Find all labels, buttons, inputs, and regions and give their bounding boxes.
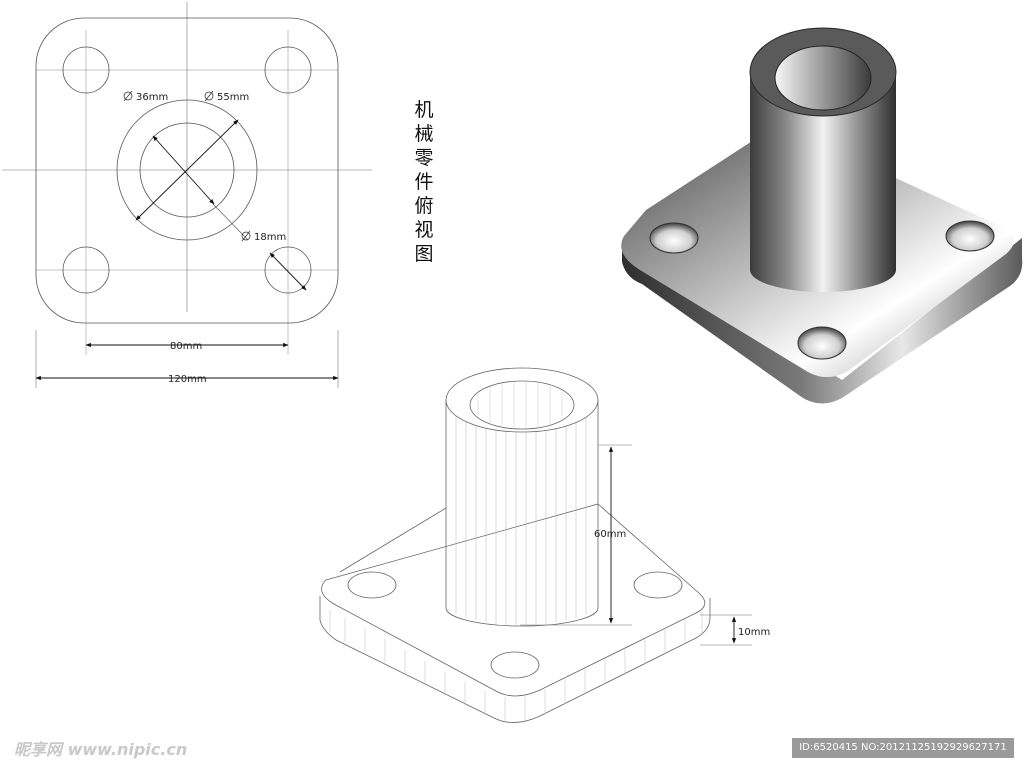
- wire-boss-cylinder: [445, 400, 599, 627]
- boss-outer-circle: [116, 99, 258, 241]
- dim-label-hole-diameter: 18mm: [254, 232, 286, 243]
- wire-bore-lines: [477, 382, 563, 429]
- dim-18-line: [269, 252, 307, 291]
- wireframe-3d-view: [319, 367, 752, 723]
- plate-outline: [35, 17, 339, 324]
- boss-bore: [774, 45, 872, 111]
- watermark-right: ID:6520415 NO:20121125192929627171: [792, 738, 1014, 758]
- wire-boss-bore: [469, 380, 575, 430]
- wireframe-dimensions: [608, 446, 737, 644]
- dim-label-hole-spacing: 80mm: [170, 341, 202, 352]
- corner-hole: [264, 246, 312, 294]
- wire-boss-lines: [455, 410, 587, 625]
- plate-hole: [649, 222, 699, 254]
- wire-plate-bottom: [319, 596, 711, 723]
- drawing-title: 机械零件俯视图: [414, 99, 434, 265]
- wire-plate-side-lines: [329, 610, 703, 722]
- top-view: [2, 2, 372, 388]
- dim-label-boss-height: 60mm: [594, 529, 626, 540]
- dim-55-line: [135, 119, 239, 221]
- plate-hole: [797, 326, 847, 360]
- diameter-symbols: [123, 90, 251, 242]
- watermark-left: 昵享网 www.nipic.cn: [14, 740, 188, 759]
- wire-boss-top-rim: [445, 367, 599, 433]
- wire-plate-hole: [347, 571, 397, 599]
- corner-hole: [62, 46, 110, 94]
- dim-label-outer-diameter: 55mm: [217, 92, 249, 103]
- plate-hole: [945, 220, 995, 252]
- wire-plate-top: [321, 503, 706, 697]
- wire-plate-hole: [490, 651, 540, 679]
- shaded-3d-view: [621, 27, 1023, 404]
- dim-label-inner-diameter: 36mm: [136, 92, 168, 103]
- boss-cylinder: [750, 72, 896, 292]
- corner-hole: [264, 46, 312, 94]
- wire-plate-hole: [633, 571, 683, 599]
- corner-hole: [62, 246, 110, 294]
- dim-label-plate-thickness: 10mm: [738, 627, 770, 638]
- dim-label-overall-width: 120mm: [168, 374, 207, 385]
